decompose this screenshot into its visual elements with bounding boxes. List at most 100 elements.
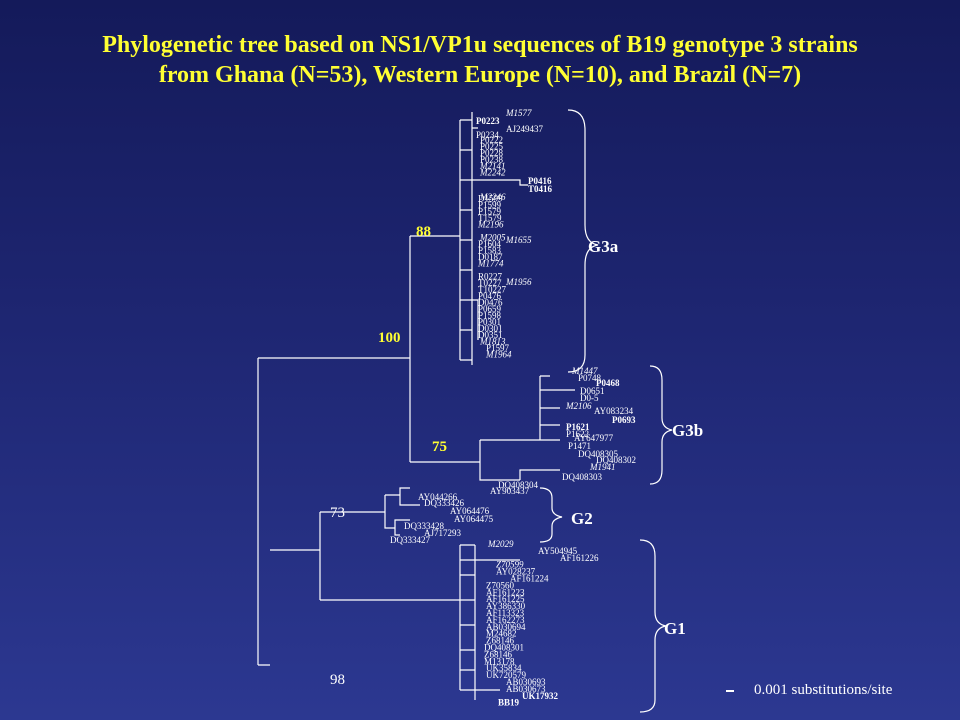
leaf-label: AY386330 — [486, 601, 526, 611]
leaf-label: Z70599 — [496, 560, 524, 570]
leaf-label: P0228 — [480, 148, 504, 158]
bootstrap-73: 73 — [330, 505, 345, 521]
leaf-label: M2242 — [479, 168, 506, 178]
g2-comb — [385, 487, 420, 536]
leaf-label: AY064476 — [450, 506, 490, 516]
leaf-label: P1597 — [486, 343, 510, 353]
leaf-label: M1956 — [505, 277, 532, 287]
g3a-stem — [410, 120, 461, 360]
leaf-label: M24682 — [486, 629, 517, 639]
leaf-label: P1604 — [478, 239, 502, 249]
leaf-label: AY504945 — [538, 546, 578, 556]
tree-branches — [257, 112, 575, 700]
leaf-label: P0659 — [478, 304, 502, 314]
leaf-label: Z70560 — [486, 580, 514, 590]
g1-g2-branch — [270, 512, 321, 600]
clade-brackets — [539, 109, 673, 713]
leaf-label: AY083234 — [594, 406, 634, 416]
leaf-labels: M1577P0223AJ249437P0234P0222P0225P0228P0… — [390, 108, 636, 708]
leaf-label: AF113323 — [486, 608, 525, 618]
leaf-label: R0227 — [478, 272, 503, 282]
bootstrap-75: 75 — [432, 439, 447, 455]
leaf-label: AY647977 — [574, 433, 614, 443]
leaf-label: M2029 — [487, 539, 514, 549]
bootstrap-88: 88 — [416, 224, 431, 240]
leaf-label: P0222 — [480, 135, 503, 145]
leaf-label: DQ408301 — [484, 643, 524, 653]
leaf-label: M1813 — [479, 337, 506, 347]
scale-label: 0.001 substitutions/site — [754, 682, 893, 698]
leaf-label: P1598 — [478, 311, 502, 321]
leaf-label: M1964 — [485, 350, 512, 360]
leaf-label: D0651 — [580, 386, 605, 396]
leaf-label: P0468 — [596, 378, 620, 388]
leaf-label: DQ408304 — [498, 480, 538, 490]
leaf-label: M1577 — [505, 108, 532, 118]
leaf-label: DQ333428 — [404, 521, 444, 531]
g1-comb — [460, 544, 520, 691]
leaf-label: P1599 — [478, 200, 502, 210]
slide-title: Phylogenetic tree based on NS1/VP1u sequ… — [0, 30, 960, 90]
leaf-label: DQ408303 — [562, 472, 602, 482]
leaf-label: P0476 — [478, 291, 502, 301]
leaf-label: P0225 — [480, 142, 504, 152]
leaf-label: M1941 — [589, 462, 616, 472]
scale-bar: 0.001 substitutions/site — [726, 682, 892, 699]
leaf-label: P1471 — [568, 441, 591, 451]
leaf-label: Z68146 — [484, 649, 512, 659]
leaf-label: P0693 — [612, 415, 636, 425]
leaf-label: M2106 — [565, 401, 592, 411]
leaf-label: D0476 — [478, 298, 503, 308]
leaf-label: M2141 — [479, 161, 506, 171]
bracket-g1 — [639, 539, 667, 713]
leaf-label: P0748 — [578, 373, 602, 383]
g3b-stem — [410, 440, 520, 481]
bracket-g2 — [539, 487, 563, 543]
leaf-label: P0223 — [476, 116, 500, 126]
leaf-label: P0301 — [478, 317, 501, 327]
leaf-label: M2246 — [479, 192, 506, 202]
leaf-label: P1583 — [478, 246, 502, 256]
g3a-subclade-0416 — [472, 179, 528, 186]
leaf-label: AB030693 — [506, 677, 546, 687]
g3b-comb — [480, 375, 575, 441]
title-line-1: Phylogenetic tree based on NS1/VP1u sequ… — [102, 32, 858, 58]
leaf-label: P1621 — [566, 422, 590, 432]
leaf-label: UK720579 — [486, 670, 526, 680]
leaf-label: P1622 — [566, 429, 589, 439]
leaf-label: D0-5 — [580, 393, 599, 403]
g3-node — [320, 236, 411, 462]
leaf-label: M1774 — [477, 259, 504, 269]
leaf-label: T1579 — [478, 213, 502, 223]
leaf-label: Z68146 — [486, 636, 514, 646]
g3a-comb — [460, 119, 472, 361]
leaf-label: AJ717293 — [424, 528, 462, 538]
leaf-label: AY903437 — [490, 486, 530, 496]
g3a-inner — [471, 112, 479, 365]
leaf-label: D0187 — [478, 252, 503, 262]
leaf-label: M1655 — [505, 235, 532, 245]
leaf-label: UK17932 — [522, 691, 559, 701]
clade-label-g1: G1 — [664, 619, 686, 638]
g1-stem — [320, 545, 461, 690]
leaf-label: AB030673 — [506, 684, 546, 694]
leaf-label: AF161226 — [560, 553, 599, 563]
clade-label-g2: G2 — [571, 509, 593, 528]
leaf-label: D1599 — [478, 194, 503, 204]
bootstrap-98: 98 — [330, 672, 345, 688]
leaf-label: DQ408302 — [596, 455, 636, 465]
leaf-label: AF162273 — [486, 615, 525, 625]
leaf-label: T0416 — [528, 184, 553, 194]
leaf-label: D0301 — [478, 324, 503, 334]
leaf-label: AJ249437 — [506, 124, 544, 134]
leaf-label: AY064475 — [454, 514, 494, 524]
leaf-label: M1447 — [571, 366, 598, 376]
leaf-label: M13178 — [484, 656, 515, 666]
leaf-label: P0416 — [528, 176, 552, 186]
leaf-label: P1579 — [478, 207, 502, 217]
leaf-label: AF161223 — [486, 587, 525, 597]
leaf-label: AY044266 — [418, 492, 458, 502]
leaf-label: BB19 — [498, 698, 520, 708]
leaf-label: AF161225 — [486, 594, 525, 604]
